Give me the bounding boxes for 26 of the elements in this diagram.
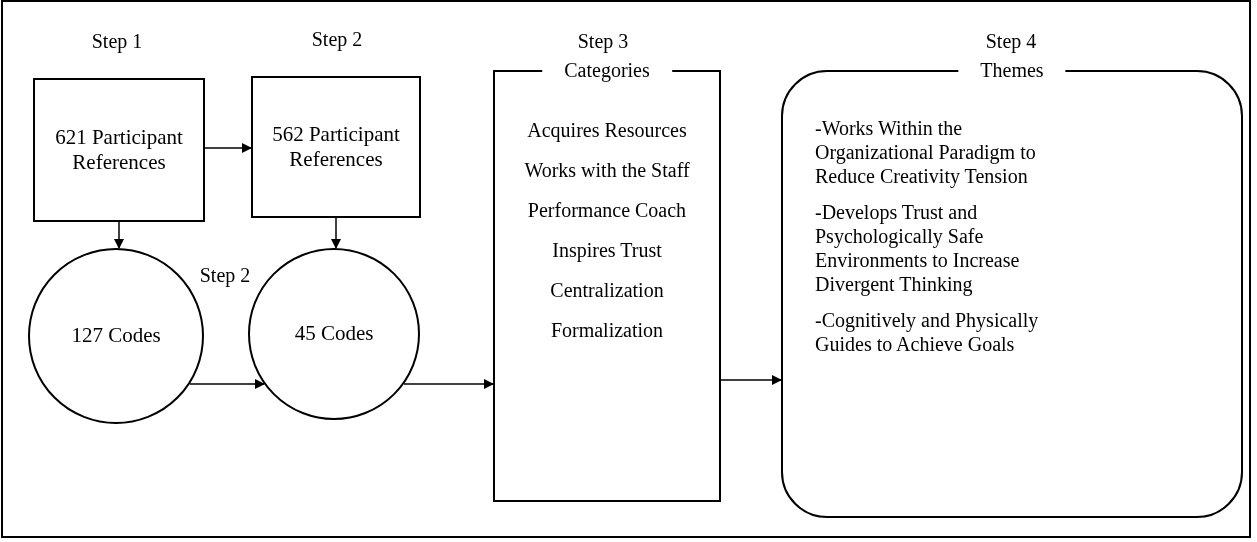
category-text: Acquires Resources: [526, 118, 688, 142]
category-text: Formalization: [549, 318, 665, 342]
step-label: Step 1: [91, 30, 143, 53]
step-label: Step 2: [311, 28, 363, 51]
category-text: Works with the Staff: [523, 158, 691, 182]
step-label: Step 3: [577, 30, 629, 53]
reference-box: [251, 76, 421, 218]
theme-text: -Develops Trust and Psychologically Safe Environments to Increase Divergent Thinking: [815, 200, 1021, 296]
arrow: [114, 221, 124, 249]
arrow: [189, 379, 266, 389]
node-text: 621 Participant References: [54, 124, 184, 176]
theme-text: -Works Within the Organizational Paradigm to Reduce Creativity Tension: [815, 116, 1037, 188]
arrow: [331, 217, 341, 249]
theme-text: -Cognitively and Physically Guides to Achieve Goals: [815, 308, 1040, 356]
step-label: Step 4: [985, 30, 1037, 53]
category-text: Centralization: [549, 278, 665, 302]
arrow: [204, 143, 252, 153]
reference-box: [33, 78, 205, 222]
arrow: [403, 379, 494, 389]
node-text: 562 Participant References: [271, 121, 401, 173]
category-text: Performance Coach: [526, 198, 688, 222]
node-text: 127 Codes: [71, 323, 161, 349]
arrow: [720, 375, 782, 385]
node-text: 45 Codes: [294, 321, 374, 347]
category-text: Inspires Trust: [551, 238, 663, 262]
step-label: Step 2: [199, 264, 251, 287]
